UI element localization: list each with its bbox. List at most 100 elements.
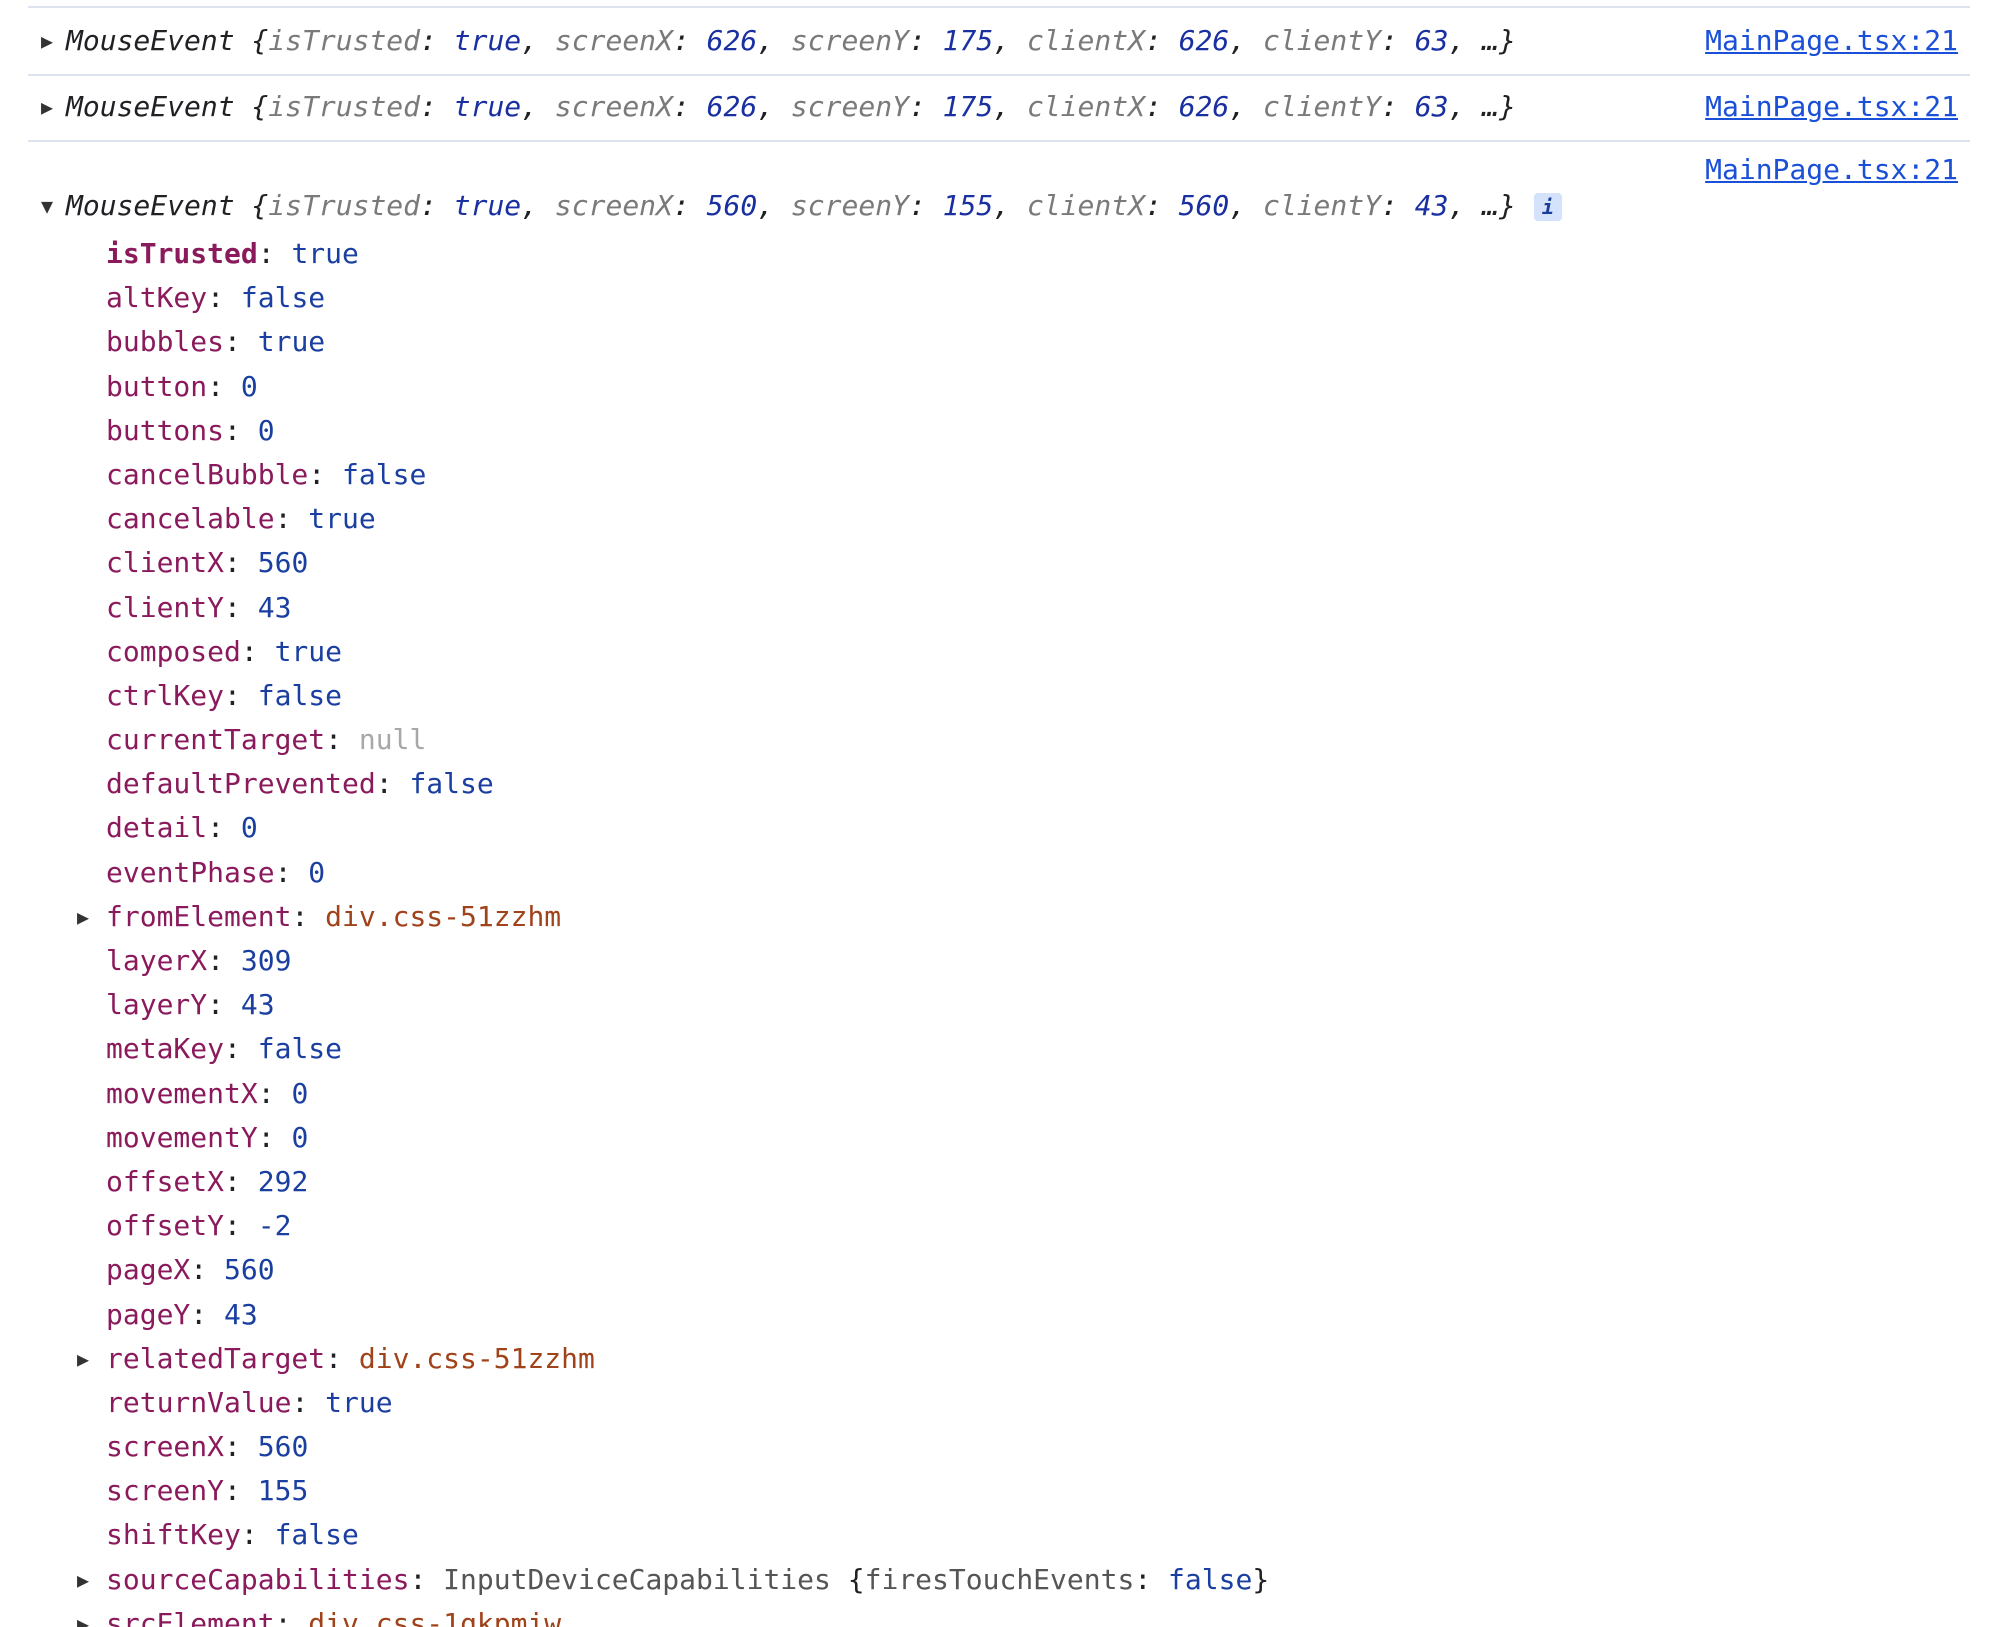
preview-comma: , — [1448, 90, 1483, 123]
brace-close: } — [1499, 24, 1516, 57]
property-value: false — [257, 678, 343, 712]
collapse-arrow-icon[interactable]: ▼ — [40, 194, 54, 218]
brace-close: } — [1252, 1562, 1270, 1596]
property-row-eventPhase: eventPhase: 0 — [28, 851, 1269, 895]
property-value: -2 — [257, 1209, 292, 1243]
preview-comma: , — [1229, 24, 1263, 57]
property-value: false — [342, 457, 427, 491]
property-colon: : — [224, 1164, 258, 1198]
preview-key: screenX — [554, 24, 673, 57]
expand-arrow-icon[interactable]: ▶ — [76, 904, 90, 929]
property-value: null — [358, 723, 427, 757]
property-colon: : — [224, 325, 258, 359]
property-inner-key: firesTouchEvents — [864, 1562, 1135, 1596]
property-value: true — [291, 237, 359, 270]
preview-value: 626 — [706, 24, 758, 57]
property-row-relatedTarget[interactable]: ▶relatedTarget: div.css-51zzhm — [28, 1337, 1269, 1381]
property-value: true — [257, 325, 326, 359]
preview-comma: , — [1448, 189, 1483, 222]
property-value: false — [274, 1518, 359, 1552]
property-row-movementX: movementX: 0 — [28, 1072, 1269, 1116]
preview-value: 43 — [1414, 189, 1449, 222]
preview-value: 626 — [1178, 90, 1230, 123]
property-row-movementY: movementY: 0 — [28, 1116, 1269, 1160]
preview-key: clientX — [1026, 24, 1145, 57]
property-colon: : — [308, 457, 343, 491]
property-row-defaultPrevented: defaultPrevented: false — [28, 762, 1269, 806]
property-row-srcElement[interactable]: ▶srcElement: div.css-1qkpmiw — [28, 1602, 1269, 1627]
info-icon[interactable]: i — [1533, 193, 1562, 221]
expand-arrow-icon[interactable]: ▶ — [76, 1346, 90, 1371]
object-preview: MouseEvent {isTrusted: true, screenX: 56… — [66, 189, 1516, 222]
property-colon: : — [224, 1474, 258, 1508]
expand-arrow-icon[interactable]: ▶ — [76, 1567, 90, 1592]
property-key: layerY — [106, 988, 208, 1022]
expand-arrow-icon[interactable]: ▶ — [40, 95, 54, 119]
property-colon: : — [224, 678, 258, 712]
property-row-screenX: screenX: 560 — [28, 1425, 1269, 1469]
property-value: 0 — [240, 369, 258, 403]
source-link[interactable]: MainPage.tsx:21 — [1705, 24, 1958, 57]
property-value: false — [240, 281, 326, 315]
property-colon: : — [190, 1297, 225, 1331]
property-row-layerY: layerY: 43 — [28, 983, 1269, 1027]
preview-colon: : — [420, 90, 454, 123]
property-colon: : — [224, 546, 258, 580]
preview-key: isTrusted — [268, 189, 421, 222]
property-colon: : — [224, 1430, 258, 1464]
console-log-row[interactable]: ▶MouseEvent {isTrusted: true, screenX: 6… — [28, 74, 1970, 142]
preview-colon: : — [420, 24, 454, 57]
property-row-pageY: pageY: 43 — [28, 1293, 1269, 1337]
preview-comma: , — [1229, 189, 1263, 222]
property-key: clientX — [106, 546, 225, 580]
property-key: shiftKey — [106, 1518, 241, 1552]
property-key: pageY — [106, 1297, 191, 1331]
preview-value: 155 — [942, 189, 994, 222]
property-value: false — [409, 767, 494, 801]
preview-key: screenY — [790, 189, 909, 222]
preview-key: screenY — [790, 90, 909, 123]
expand-arrow-icon[interactable]: ▶ — [40, 29, 54, 53]
brace-open: { — [234, 24, 269, 57]
property-row-sourceCapabilities[interactable]: ▶sourceCapabilities: InputDeviceCapabili… — [28, 1558, 1269, 1602]
property-colon: : — [240, 634, 275, 668]
preview-colon: : — [1381, 24, 1415, 57]
preview-colon: : — [1381, 189, 1415, 222]
property-key: altKey — [106, 281, 208, 315]
property-key: ctrlKey — [106, 678, 225, 712]
preview-comma: , — [757, 24, 791, 57]
property-value: div.css-1qkpmiw — [308, 1606, 562, 1627]
property-row-fromElement[interactable]: ▶fromElement: div.css-51zzhm — [28, 895, 1269, 939]
preview-key: clientX — [1026, 189, 1145, 222]
preview-colon: : — [1144, 24, 1179, 57]
property-value: 560 — [257, 546, 309, 580]
ellipsis: … — [1482, 24, 1500, 57]
property-value: div.css-51zzhm — [358, 1341, 595, 1375]
property-row-altKey: altKey: false — [28, 276, 1269, 320]
console-log-row[interactable]: ▶MouseEvent {isTrusted: true, screenX: 6… — [28, 6, 1970, 76]
spacer — [831, 1563, 848, 1596]
expand-arrow-icon[interactable]: ▶ — [76, 1611, 90, 1627]
log-summary[interactable]: ▼ MouseEvent {isTrusted: true, screenX: 5… — [28, 178, 1562, 234]
preview-value: 175 — [942, 90, 994, 123]
log-summary[interactable]: ▶MouseEvent {isTrusted: true, screenX: 6… — [28, 8, 1516, 74]
property-key: srcElement — [106, 1606, 275, 1627]
source-link[interactable]: MainPage.tsx:21 — [1705, 90, 1958, 123]
source-link[interactable]: MainPage.tsx:21 — [1705, 153, 1958, 186]
property-key: button — [106, 369, 208, 403]
property-colon: : — [207, 811, 241, 845]
property-value-class: InputDeviceCapabilities — [443, 1562, 831, 1596]
property-colon: : — [257, 237, 292, 270]
preview-value: 560 — [706, 189, 758, 222]
property-key: layerX — [106, 944, 208, 977]
property-row-ctrlKey: ctrlKey: false — [28, 674, 1269, 718]
property-colon: : — [207, 281, 241, 315]
preview-key: clientY — [1262, 24, 1381, 57]
preview-value: true — [453, 24, 522, 57]
property-key: screenX — [106, 1430, 225, 1464]
property-row-buttons: buttons: 0 — [28, 409, 1269, 453]
property-colon: : — [274, 855, 309, 889]
preview-value: 63 — [1414, 90, 1449, 123]
log-summary[interactable]: ▶MouseEvent {isTrusted: true, screenX: 6… — [28, 74, 1516, 140]
